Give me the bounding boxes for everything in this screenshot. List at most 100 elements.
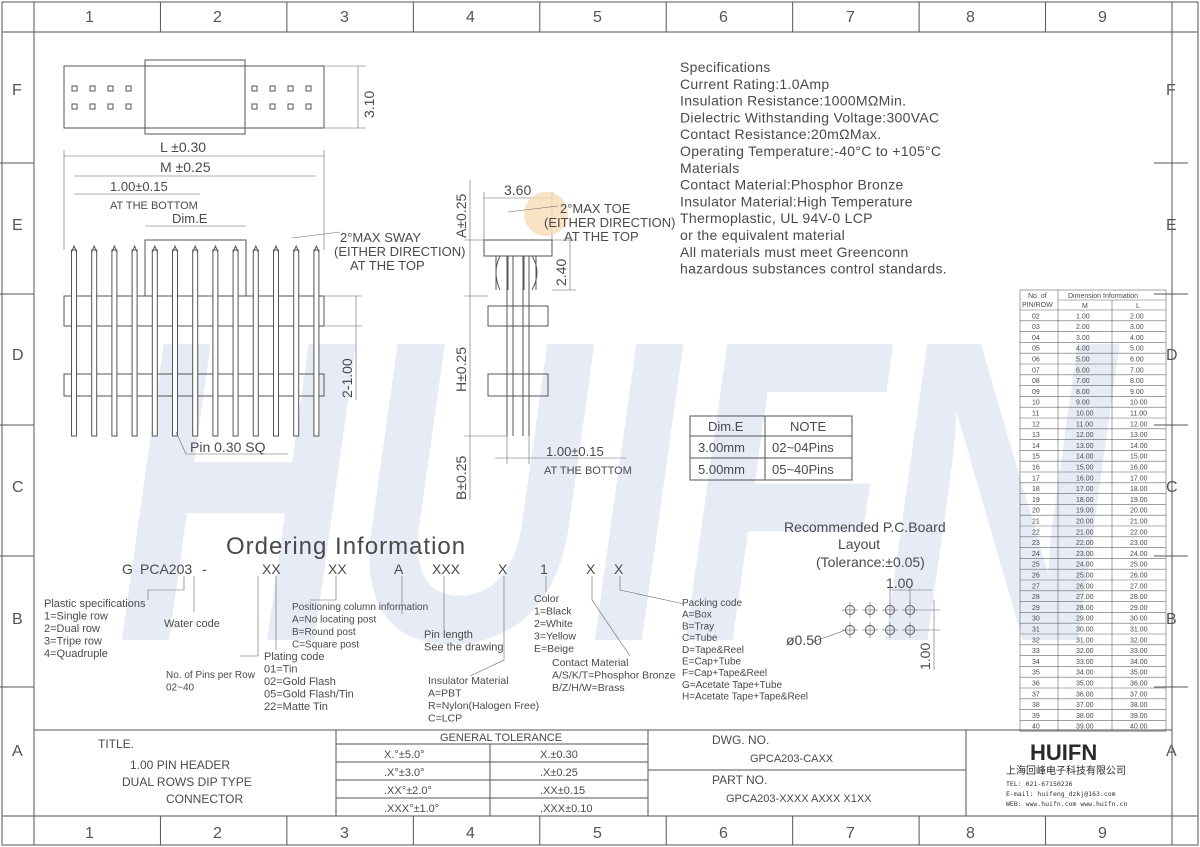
table-cell: 30.00 [1076, 627, 1094, 634]
table-cell: 32.00 [1076, 648, 1094, 655]
side-pitch-dim: 1.00±0.15 [546, 444, 604, 459]
ordering-note-packing: C=Tube [682, 633, 718, 644]
spec-line: Thermoplastic, UL 94V-0 LCP [680, 210, 873, 226]
ordering-note-water: Water code [164, 618, 220, 630]
ordering-note-packing: A=Box [682, 610, 712, 621]
ordering-note-plating: 01=Tin [264, 664, 298, 676]
ordering-note-color: Color [534, 593, 560, 605]
table-cell: 27.00 [1076, 594, 1094, 601]
b-dim: B±0.25 [453, 456, 469, 500]
table-cell: 10 [1032, 400, 1040, 407]
table-cell: 24.00 [1130, 551, 1148, 558]
grid-column-label: 1 [85, 825, 94, 842]
table-cell: 15 [1032, 454, 1040, 461]
table-cell: 10.00 [1076, 411, 1094, 418]
table-cell: 40.00 [1130, 724, 1148, 731]
title-line-2: DUAL ROWS DIP TYPE [122, 775, 252, 789]
spec-line: or the equivalent material [680, 227, 845, 243]
pcb-layout: Recommended P.C.Board Layout (Tolerance:… [784, 519, 946, 670]
table-cell: 31.00 [1076, 637, 1094, 644]
table-cell: 23.00 [1076, 551, 1094, 558]
grid-row-label: F [12, 82, 22, 99]
table-cell: 40 [1032, 724, 1040, 731]
dwg-label: DWG. NO. [712, 733, 769, 747]
height-dim: 3.10 [361, 91, 377, 118]
pcb-title-1: Recommended P.C.Board [784, 519, 946, 535]
ordering-title: Ordering Information [226, 533, 466, 560]
table-cell: 12 [1032, 421, 1040, 428]
table-cell: 18 [1032, 486, 1040, 493]
ordering-note-color: 2=White [534, 618, 573, 630]
ordering-note-plating: Plating code [264, 651, 325, 663]
table-cell: 05 [1032, 346, 1040, 353]
dim-e-cell: 02~04Pins [772, 440, 834, 455]
grid-column-label: 9 [1098, 9, 1107, 26]
grid-column-label: 7 [846, 825, 855, 842]
tolerance-cell: X.°±5.0° [384, 749, 425, 761]
dim-e-label: Dim.E [172, 211, 208, 226]
table-cell: 03 [1032, 324, 1040, 331]
ordering-note-pins_per_row: No. of Pins per Row [166, 670, 256, 681]
table-cell: 17.00 [1076, 486, 1094, 493]
table-cell: 20.00 [1130, 508, 1148, 515]
dim-header: PIN/ROW [1022, 302, 1053, 309]
ordering-note-color: 1=Black [534, 606, 572, 618]
table-cell: 16.00 [1076, 475, 1094, 482]
table-cell: 15.00 [1076, 465, 1094, 472]
table-cell: 02 [1032, 313, 1040, 320]
dim-header: L [1136, 303, 1140, 310]
tolerance-cell: .XX°±2.0° [384, 785, 432, 797]
ordering-note-packing: D=Tape&Reel [682, 645, 744, 656]
spec-line: hazardous substances control standards. [680, 261, 947, 277]
table-cell: 19 [1032, 497, 1040, 504]
table-cell: 6.00 [1076, 367, 1090, 374]
table-cell: 14.00 [1076, 454, 1094, 461]
dim-e-cell: 05~40Pins [772, 462, 834, 477]
ordering-note-color: E=Beige [534, 643, 574, 655]
table-cell: 33.00 [1130, 648, 1148, 655]
post-dim: 2-1.00 [339, 358, 355, 398]
pcb-pitch-x: 1.00 [886, 575, 913, 591]
table-cell: 28.00 [1076, 605, 1094, 612]
table-cell: 08 [1032, 378, 1040, 385]
table-cell: 32 [1032, 637, 1040, 644]
ordering-note-insulator: Insulator Material [428, 675, 509, 687]
table-cell: 23.00 [1130, 540, 1148, 547]
dim-header: M [1082, 303, 1088, 310]
table-cell: 20 [1032, 508, 1040, 515]
front-view: L ±0.30 M ±0.25 1.00±0.15 AT THE BOTTOM … [63, 139, 465, 455]
ordering-code-part: X [498, 561, 508, 577]
table-cell: 21.00 [1130, 519, 1148, 526]
table-cell: 1.00 [1076, 313, 1090, 320]
ordering-note-color: 3=Yellow [534, 631, 576, 643]
table-cell: 22 [1032, 529, 1040, 536]
table-cell: 36.00 [1076, 691, 1094, 698]
dim-header: Dimension Information [1068, 293, 1138, 300]
table-cell: 22.00 [1076, 540, 1094, 547]
table-cell: 29 [1032, 605, 1040, 612]
table-cell: 27.00 [1130, 583, 1148, 590]
table-cell: 17.00 [1130, 475, 1148, 482]
l-dim: L ±0.30 [160, 139, 206, 155]
grid-column-label: 2 [213, 9, 222, 26]
table-cell: 29.00 [1130, 605, 1148, 612]
table-cell: 33 [1032, 648, 1040, 655]
part-value: GPCA203-XXXX AXXX X1XX [726, 793, 872, 805]
pcb-title-2: Layout [838, 536, 880, 552]
tolerance-header: GENERAL TOLERANCE [440, 732, 562, 744]
ordering-note-plastic: Plastic specifications [44, 598, 146, 610]
table-cell: 38.00 [1130, 702, 1148, 709]
table-cell: 4.00 [1076, 346, 1090, 353]
pitch-dim: 1.00±0.15 [110, 179, 168, 194]
table-cell: 31 [1032, 627, 1040, 634]
table-cell: 13.00 [1076, 443, 1094, 450]
dim-e-cell: 5.00mm [698, 462, 745, 477]
table-cell: 38.00 [1076, 713, 1094, 720]
ordering-note-positioning: B=Round post [292, 627, 356, 638]
ordering-note-packing: G=Acetate Tape+Tube [682, 680, 783, 691]
